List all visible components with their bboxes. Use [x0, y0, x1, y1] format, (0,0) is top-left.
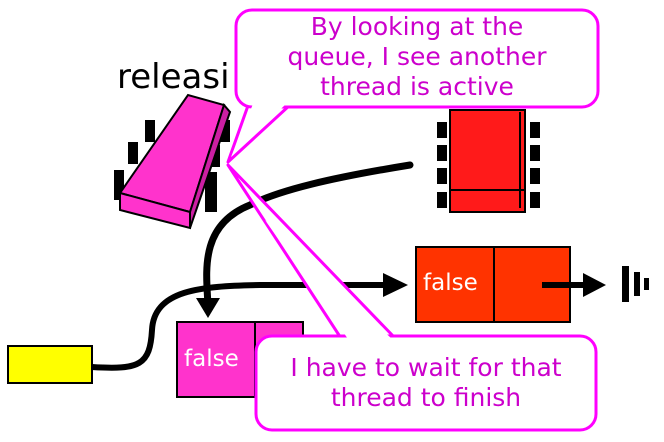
speech-bubble-bottom — [226, 163, 598, 432]
bubble-bottom-line-2: thread to finish — [330, 383, 522, 412]
tail-box — [7, 345, 93, 384]
bubble-top-line-2: queue, I see another — [287, 42, 547, 71]
queue-node-right — [415, 246, 571, 323]
bubble-top-text: By looking at the queue, I see another t… — [240, 12, 594, 102]
bubble-bottom-line-1: I have to wait for that — [290, 353, 562, 382]
red-thread-icon — [437, 109, 540, 213]
bubble-bottom-text: I have to wait for that thread to finish — [260, 353, 592, 413]
ground-icon — [622, 266, 649, 302]
thread-label: releasi — [117, 57, 230, 97]
node-left-value: false — [184, 346, 239, 372]
magenta-thread-icon — [114, 93, 232, 230]
bubble-top-line-1: By looking at the — [310, 12, 524, 41]
bubble-top-line-3: thread is active — [320, 72, 514, 101]
speech-bubble-top — [226, 8, 600, 164]
node-right-value: false — [423, 270, 478, 296]
